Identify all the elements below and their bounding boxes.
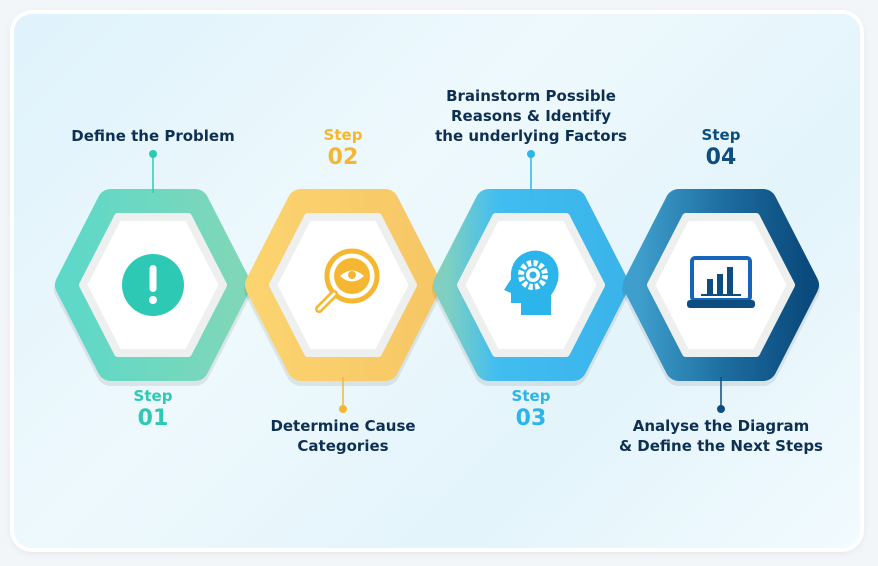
title-line: Define the Problem xyxy=(71,127,235,145)
laptop-chart-icon xyxy=(687,256,755,308)
step-label: Step xyxy=(511,387,551,405)
title-line: Reasons & Identify xyxy=(450,107,611,125)
step-number: 02 xyxy=(327,145,359,170)
step-1-hexagon xyxy=(54,150,252,386)
hexagon-ring xyxy=(245,189,441,381)
connector-dot xyxy=(339,405,347,413)
title-line: Analyse the Diagram xyxy=(632,417,810,435)
step-4-hexagon xyxy=(622,189,820,413)
connector-dot xyxy=(527,150,535,158)
connector-dot xyxy=(149,150,157,158)
exclamation-icon xyxy=(122,254,184,316)
step-label: Step xyxy=(133,387,173,405)
step-4-title: Analyse the Diagram & Define the Next Ste… xyxy=(619,416,823,456)
magnifier-eye-icon xyxy=(315,248,380,313)
step-3-hexagon xyxy=(432,150,630,386)
hexagon-ring xyxy=(623,189,819,381)
title-line: Brainstorm Possible xyxy=(446,87,616,105)
step-label: Step xyxy=(323,126,363,144)
head-gear-icon xyxy=(504,250,559,315)
title-line: the underlying Factors xyxy=(435,127,627,145)
step-number: 04 xyxy=(705,145,737,170)
step-1-title: Define the Problem xyxy=(71,126,234,146)
step-number: 01 xyxy=(137,406,169,431)
step-number: 03 xyxy=(515,406,547,431)
title-line: & Define the Next Steps xyxy=(619,437,823,455)
hexagon-ring xyxy=(433,189,629,381)
step-2-hexagon xyxy=(244,189,442,413)
hexagon-ring xyxy=(55,189,251,381)
title-line: Determine Cause xyxy=(270,417,416,435)
title-line: Categories xyxy=(297,437,389,455)
step-label: Step xyxy=(701,126,741,144)
connector-dot xyxy=(717,405,725,413)
